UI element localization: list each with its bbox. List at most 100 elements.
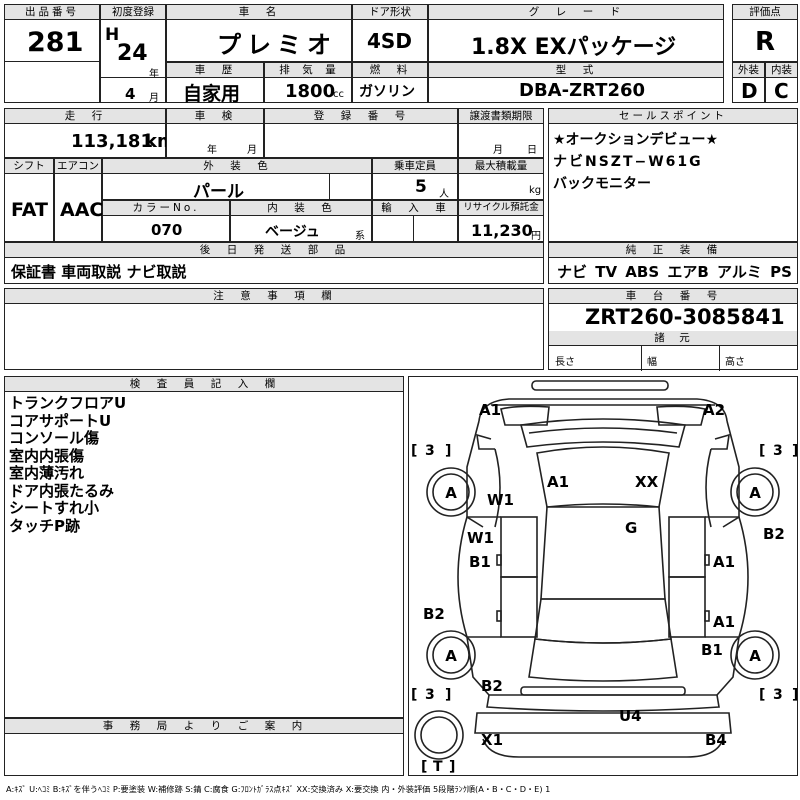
seats-cell: 乗車定員 5 人 [372,158,458,200]
damage-mark: U4 [619,707,642,725]
damage-mark: A1 [547,473,569,491]
inspector-remark: トランクフロアU [9,394,127,412]
damage-mark: B2 [763,525,785,543]
door-cell: ドア形状 4SD [352,4,428,62]
width-label: 幅 [647,357,657,368]
first-registration-label: 初度登録 [101,5,165,20]
damage-mark: G [625,519,637,537]
interior-color-cell: 内 装 色 ベージュ 系 [230,200,372,242]
first-registration-cell: 初度登録 H 24 年 4 月 [100,4,166,104]
displacement-label: 排 気 量 [265,63,351,78]
exterior-color-cell: 外 装 色 パール [102,158,372,202]
inspector-remark: シートすれ小 [9,499,100,517]
year-unit: 年 [149,69,159,80]
lot-number-cell: 出品番号 281 [4,4,100,103]
svg-text:[: [ [411,687,417,703]
door-type: 4SD [367,29,412,53]
max-load-unit: kg [529,185,542,196]
svg-text:]: ] [449,759,455,775]
inspector-cell: 検 査 員 記 入 欄 トランクフロアU コアサポートU コンソール傷 室内内張… [4,376,404,718]
interior-color: ベージュ [265,224,320,240]
damage-mark: A2 [703,401,725,419]
aircon-cell: エアコン AAC [54,158,104,242]
damage-mark: A1 [713,613,735,631]
displacement: 1800 [285,81,336,102]
month-unit: 月 [149,93,159,104]
transfer-day-unit: 日 [527,145,537,156]
score: R [755,27,776,57]
era: H [105,25,120,45]
exterior-color: パール [193,182,244,202]
notes-cell: 注 意 事 項 欄 [4,288,544,370]
inspector-label: 検 査 員 記 入 欄 [5,377,403,392]
spare-tire-mark: T [433,759,443,775]
svg-text:]: ] [445,687,451,703]
grade-label: グ レ ー ド [429,5,723,20]
car-diagram: A A A A [3] [3] [3] [3] [T] A1 A2 W1 A1 … [408,376,798,776]
registration-number-label: 登 録 番 号 [265,109,457,124]
color-number-cell: カラーNo. 070 [102,200,230,242]
seats-unit: 人 [439,189,449,200]
car-name-cell: 車 名 プレミオ [166,4,352,62]
aircon-label: エアコン [55,159,101,174]
sales-point-label: セールスポイント [549,109,797,124]
exterior-grade-label: 外装 [733,63,764,78]
length-label: 長さ [555,357,575,368]
inspection-cell: 車 検 年 月 [166,108,264,158]
svg-text:]: ] [792,443,797,459]
inspector-remark: 室内内張傷 [9,446,85,465]
later-parts: 保証書 車両取説 ナビ取説 [11,263,187,281]
svg-text:[: [ [421,759,427,775]
damage-mark: B2 [481,677,503,695]
svg-text:[: [ [759,687,765,703]
interior-color-unit: 系 [355,231,365,242]
inspector-remark: コンソール傷 [9,429,100,447]
door-label: ドア形状 [353,5,427,20]
mileage-label: 走 行 [5,109,165,124]
shift-cell: シフト FAT [4,158,54,242]
import-cell: 輸 入 車 [372,200,458,243]
later-parts-label: 後 日 発 送 部 品 [5,243,543,258]
svg-text:]: ] [445,443,451,459]
fuel-label: 燃 料 [353,63,427,78]
legend: A:ｷｽﾞ U:ﾍｺﾐ B:ｷｽﾞを伴うﾍｺﾐ P:要塗装 W:補修跡 S:錆 … [6,784,551,794]
fuel: ガソリン [359,84,415,100]
lot-number-label: 出品番号 [5,5,99,20]
tire-tread: 3 [773,687,783,703]
displacement-unit: cc [333,89,344,100]
color-number-label: カラーNo. [103,201,229,216]
transfer-month-unit: 月 [493,145,503,156]
shift: FAT [11,199,48,221]
later-parts-cell: 後 日 発 送 部 品 保証書 車両取説 ナビ取説 [4,242,544,284]
tire-mark: A [445,647,457,665]
fuel-cell: 燃 料 ガソリン [352,62,428,103]
chassis-cell: 車 台 番 号 ZRT260-3085841 諸 元 長さ 幅 高さ [548,288,798,371]
spec-label: 諸 元 [549,331,797,346]
height-label: 高さ [725,357,745,368]
damage-mark: X1 [481,731,503,749]
office-cell: 事 務 局 よ り ご 案 内 [4,718,404,776]
damage-mark: B4 [705,731,727,749]
registration-month: 4 [125,85,136,103]
tire-tread: 3 [773,443,783,459]
recycle-fee-label: リサイクル預託金 [459,201,543,216]
exterior-grade: D [741,79,758,103]
grade: 1.8X EXパッケージ [471,35,677,60]
inspection-year-unit: 年 [207,145,217,156]
model: DBA-ZRT260 [519,80,646,101]
tire-mark: A [445,484,457,502]
damage-mark: B1 [469,553,491,571]
aircon: AAC [60,199,104,221]
exterior-grade-cell: 外装 D [732,62,765,103]
score-label: 評価点 [733,5,797,20]
tire-tread: 3 [425,443,435,459]
inspector-remark: コアサポートU [9,411,112,430]
damage-mark: B2 [423,605,445,623]
damage-mark: A1 [713,553,735,571]
import-label: 輸 入 車 [373,201,457,216]
chassis-number: ZRT260-3085841 [585,305,785,329]
damage-mark: W1 [467,529,494,547]
mileage-cell: 走 行 113,181 km [4,108,176,158]
transfer-deadline-cell: 譲渡書類期限 月 日 [458,108,544,158]
damage-mark: B1 [701,641,723,659]
